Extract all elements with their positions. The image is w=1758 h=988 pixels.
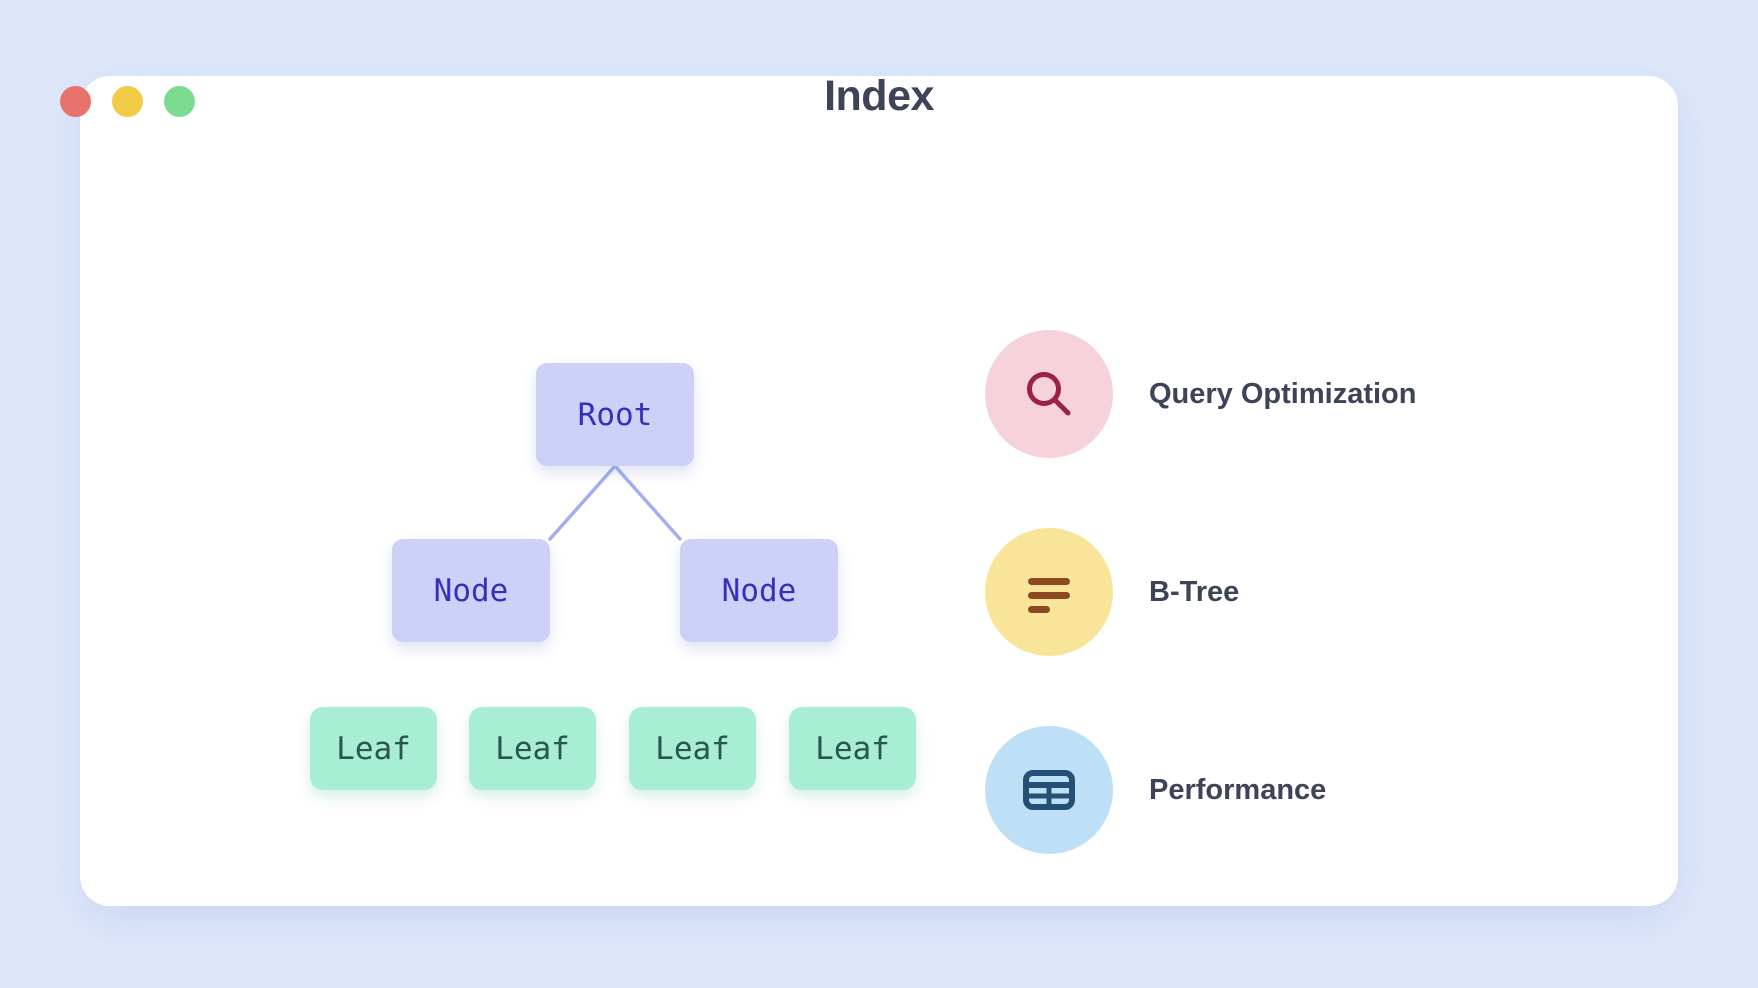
tree-node-internal-right[interactable]: Node [680, 539, 838, 642]
feature-item-query-optimization[interactable]: Query Optimization [985, 330, 1416, 458]
page-title: Index [824, 72, 934, 120]
lines-icon [985, 528, 1113, 656]
close-button[interactable] [60, 86, 91, 117]
tree-node-leaf[interactable]: Leaf [789, 707, 916, 790]
tree-edges [548, 464, 682, 541]
search-icon [985, 330, 1113, 458]
feature-label: Query Optimization [1149, 377, 1417, 410]
maximize-button[interactable] [164, 86, 195, 117]
edge-root-to-node-right [613, 464, 682, 541]
feature-label: B-Tree [1149, 575, 1240, 608]
feature-item-b-tree[interactable]: B-Tree [985, 528, 1416, 656]
tree-node-root[interactable]: Root [536, 363, 694, 466]
table-icon [985, 726, 1113, 854]
feature-item-performance[interactable]: Performance [985, 726, 1416, 854]
window-controls [60, 86, 195, 117]
tree-node-internal-left[interactable]: Node [392, 539, 550, 642]
tree-node-leaf[interactable]: Leaf [629, 707, 756, 790]
tree-diagram: Root Node Node Leaf Leaf Leaf Leaf [180, 260, 920, 790]
tree-node-leaf[interactable]: Leaf [469, 707, 596, 790]
edge-root-to-node-left [548, 464, 617, 541]
minimize-button[interactable] [112, 86, 143, 117]
feature-list: Query Optimization B-Tree [985, 330, 1416, 854]
feature-label: Performance [1149, 773, 1327, 806]
tree-node-leaf[interactable]: Leaf [310, 707, 437, 790]
